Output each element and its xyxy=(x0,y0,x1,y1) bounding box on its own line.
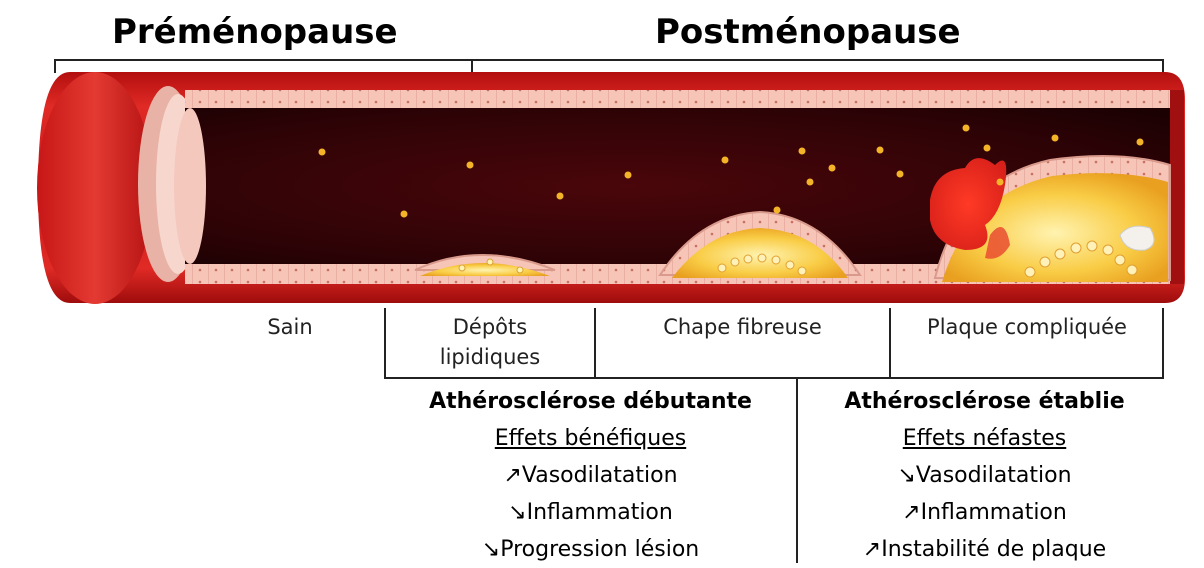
established-item: ↗Inflammation xyxy=(802,494,1167,531)
early-item: ↘Progression lésion xyxy=(388,531,793,568)
early-atherosclerosis-column: Athérosclérose débutante Effets bénéfiqu… xyxy=(388,383,793,568)
lesion-complicated-plaque xyxy=(930,156,1170,282)
established-atherosclerosis-column: Athérosclérose établie Effets néfastes ↘… xyxy=(802,383,1167,568)
early-item: ↘Inflammation xyxy=(388,494,793,531)
stage-label-depots-line2: lipidiques xyxy=(390,342,590,372)
phase-brackets xyxy=(55,60,1163,73)
stage-label-depots-line1: Dépôts xyxy=(390,312,590,342)
vessel-end xyxy=(37,72,153,304)
stage-label-depots: Dépôts lipidiques xyxy=(390,312,590,372)
established-item: ↗Instabilité de plaque xyxy=(802,531,1167,568)
established-subheading: Effets néfastes xyxy=(903,426,1066,451)
established-heading: Athérosclérose établie xyxy=(802,383,1167,420)
early-item: ↗Vasodilatation xyxy=(388,457,793,494)
early-heading: Athérosclérose débutante xyxy=(388,383,793,420)
stage-label-plaque: Plaque compliquée xyxy=(893,312,1161,342)
early-subheading: Effets bénéfiques xyxy=(495,426,686,451)
stage-label-chape: Chape fibreuse xyxy=(600,312,885,342)
established-item: ↘Vasodilatation xyxy=(802,457,1167,494)
stage-label-sain: Sain xyxy=(230,312,350,342)
